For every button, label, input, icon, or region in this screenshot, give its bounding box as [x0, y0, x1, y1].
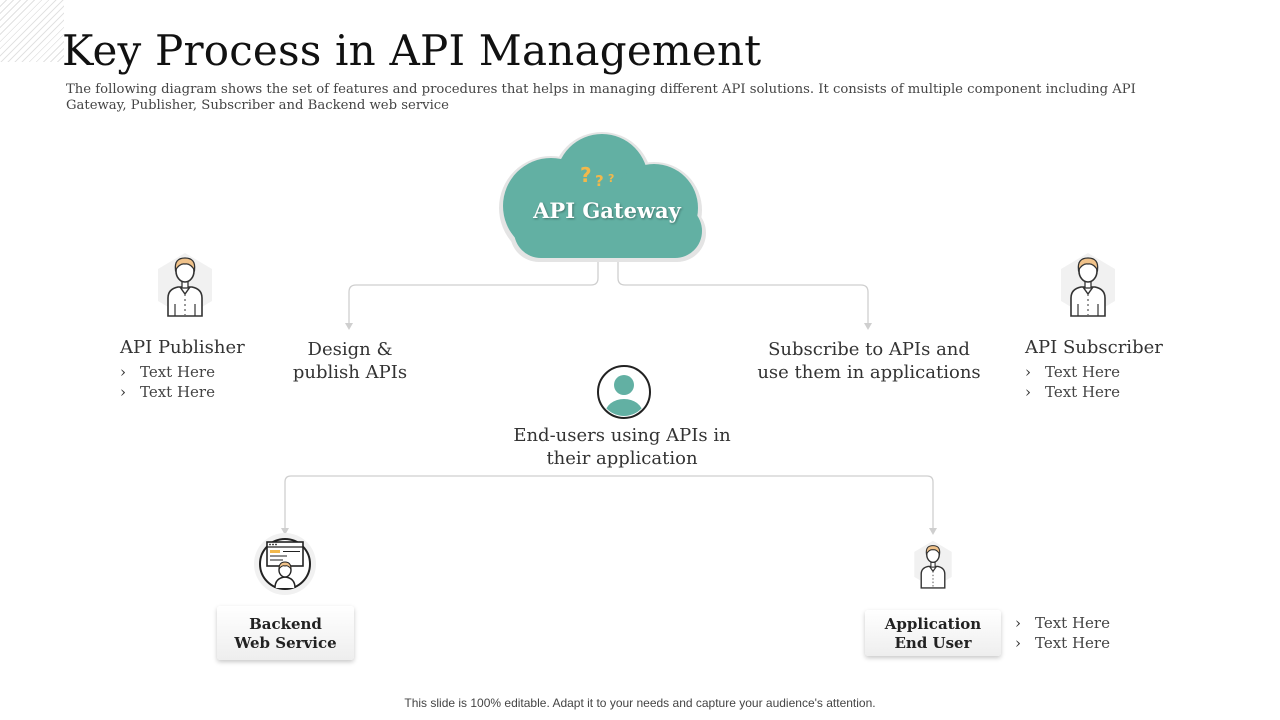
backend-service-icon — [254, 533, 316, 595]
chevron-right-icon: › — [1025, 382, 1031, 401]
arrowhead-design — [345, 323, 353, 330]
arrowhead-backend — [281, 528, 289, 535]
subscriber-bullet-list: ›Text Here ›Text Here — [1025, 363, 1120, 402]
publisher-bullet-list: ›Text Here ›Text Here — [120, 363, 215, 402]
app-user-bullet-item: ›Text Here — [1015, 614, 1110, 632]
subscriber-heading: API Subscriber — [1025, 337, 1163, 358]
publisher-avatar-icon — [158, 253, 212, 317]
chevron-right-icon: › — [1025, 363, 1031, 381]
connector-gateway-to-subscribe — [617, 258, 869, 324]
corner-decoration — [0, 0, 64, 62]
page-title: Key Process in API Management — [62, 26, 762, 75]
svg-text:?: ? — [608, 172, 614, 185]
arrowhead-subscribe — [864, 323, 872, 330]
cloud-icon — [499, 132, 706, 262]
end-users-text: End-users using APIs in their applicatio… — [513, 425, 731, 469]
svg-text:?: ? — [580, 163, 592, 187]
chevron-right-icon: › — [120, 363, 126, 381]
chevron-right-icon: › — [120, 382, 126, 401]
publisher-bullet-item: ›Text Here — [120, 382, 215, 401]
backend-web-service-box: Backend Web Service — [217, 606, 354, 660]
publisher-heading: API Publisher — [120, 337, 245, 358]
gateway-label: API Gateway — [533, 198, 681, 223]
chevron-right-icon: › — [1015, 614, 1021, 632]
page-subtitle: The following diagram shows the set of f… — [66, 82, 1136, 113]
connector-gateway-to-design — [348, 258, 599, 324]
subscriber-bullet-item: ›Text Here — [1025, 382, 1120, 401]
arrowhead-app-user — [929, 528, 937, 535]
design-publish-text: Design & publish APIs — [292, 339, 408, 383]
subscribe-text: Subscribe to APIs and use them in applic… — [757, 339, 981, 383]
app-user-bullet-list: ›Text Here ›Text Here — [1015, 614, 1110, 653]
end-user-icon — [597, 365, 651, 419]
footer-note: This slide is 100% editable. Adapt it to… — [404, 696, 876, 710]
connector-endusers-branch — [284, 475, 934, 530]
app-end-user-icon — [914, 540, 952, 589]
svg-text:?: ? — [595, 172, 604, 190]
chevron-right-icon: › — [1015, 633, 1021, 652]
subscriber-bullet-item: ›Text Here — [1025, 363, 1120, 381]
publisher-bullet-item: ›Text Here — [120, 363, 215, 381]
question-marks-icon: ? ? ? — [580, 163, 614, 190]
app-user-bullet-item: ›Text Here — [1015, 633, 1110, 652]
subscriber-avatar-icon — [1061, 253, 1115, 317]
application-end-user-box: Application End User — [865, 610, 1001, 656]
